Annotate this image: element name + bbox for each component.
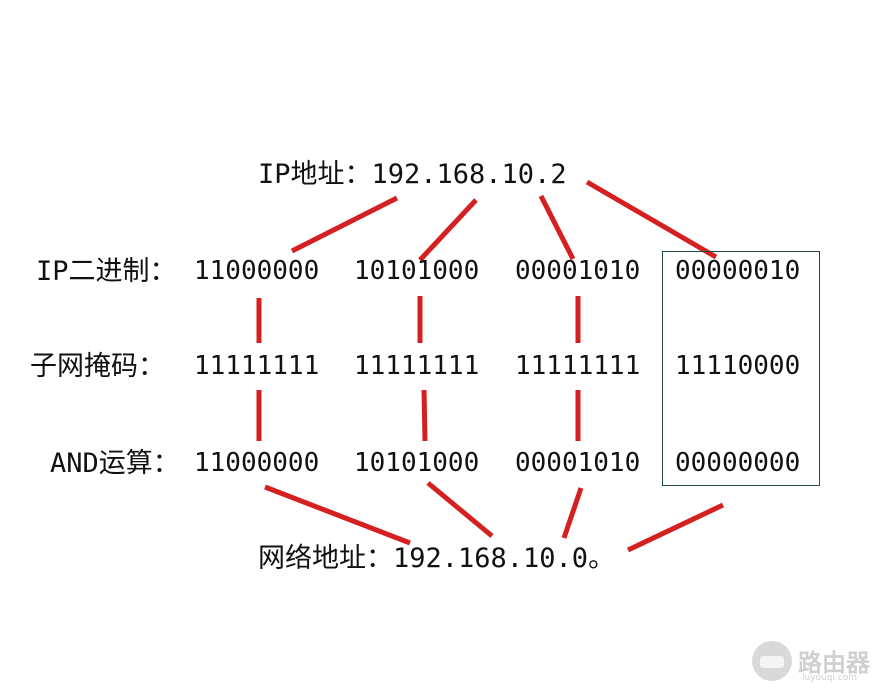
subnet-mask-octet-1: 11111111 bbox=[194, 351, 320, 381]
connector-ip-octet-2 bbox=[418, 198, 478, 262]
ip-binary-octet-1: 11000000 bbox=[194, 256, 320, 286]
ip-binary-octet-2: 10101000 bbox=[354, 256, 480, 286]
and-result-octet-4: 00000000 bbox=[675, 448, 801, 478]
watermark-title: 路由器 bbox=[798, 649, 870, 677]
connector-ip-octet-3 bbox=[538, 194, 576, 261]
ip-binary-octet-4: 00000010 bbox=[675, 256, 801, 286]
and-result-octet-2: 10101000 bbox=[354, 448, 480, 478]
fourth-octet-highlight-box bbox=[662, 251, 820, 486]
connector-and-net-4 bbox=[626, 502, 725, 553]
connector-and-net-2 bbox=[426, 481, 494, 538]
connector-mask-and-2 bbox=[421, 389, 428, 442]
router-logo-icon bbox=[752, 641, 792, 681]
connector-ip-octet-1 bbox=[290, 195, 399, 254]
subnet-mask-octet-4: 11110000 bbox=[675, 351, 801, 381]
subnet-mask-octet-2: 11111111 bbox=[354, 351, 480, 381]
and-result-octet-1: 11000000 bbox=[194, 448, 320, 478]
watermark-subtitle: luyouqi.com bbox=[802, 673, 858, 683]
ip-binary-label: IP二进制： bbox=[36, 256, 177, 287]
connector-and-net-1 bbox=[264, 484, 411, 546]
site-watermark: 路由器 luyouqi.com bbox=[752, 635, 882, 691]
connector-and-net-3 bbox=[561, 487, 584, 539]
network-address-line: 网络地址：192.168.10.0。 bbox=[258, 543, 616, 574]
and-result-label: AND运算： bbox=[50, 448, 180, 479]
subnet-mask-label: 子网掩码： bbox=[30, 351, 165, 382]
ip-address-line: IP地址：192.168.10.2 bbox=[258, 159, 567, 190]
connector-ip-octet-4 bbox=[585, 179, 718, 260]
subnet-mask-octet-3: 11111111 bbox=[515, 351, 641, 381]
and-result-octet-3: 00001010 bbox=[515, 448, 641, 478]
ip-binary-octet-3: 00001010 bbox=[515, 256, 641, 286]
